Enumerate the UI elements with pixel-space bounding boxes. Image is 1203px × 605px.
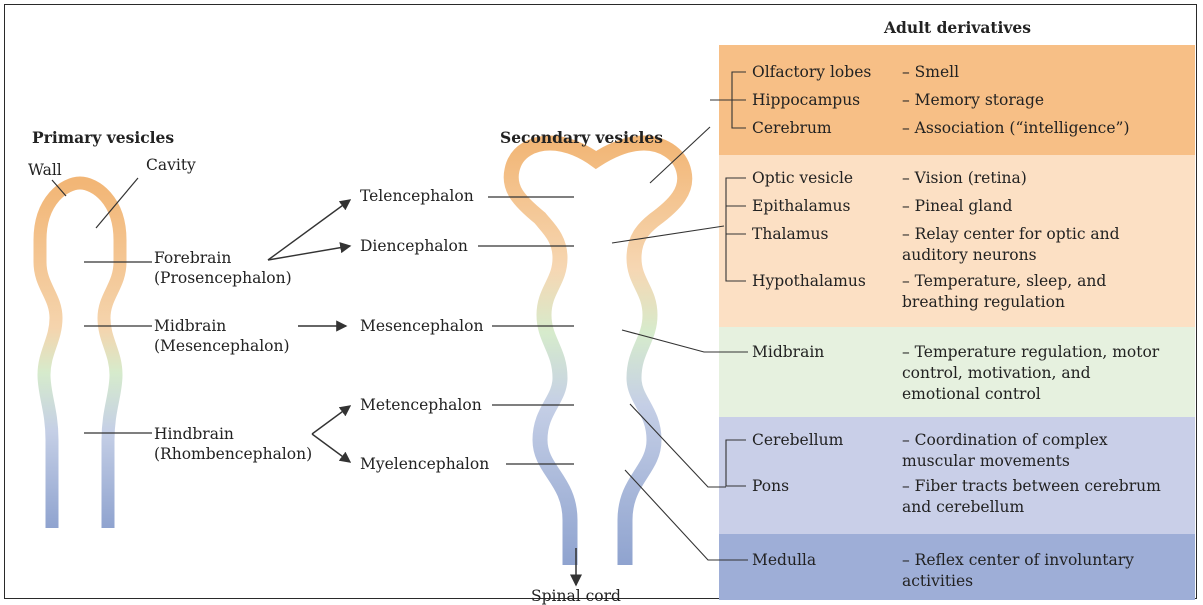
function-cerebellum: – Coordination of complex muscular movem… (902, 430, 1108, 472)
midbrain-latin: (Mesencephalon) (154, 336, 290, 356)
secondary-neural-tube (511, 143, 685, 565)
structure-olfactory-lobes: Olfactory lobes (752, 62, 871, 83)
adult-derivatives-heading: Adult derivatives (884, 18, 1031, 38)
telencephalon-label: Telencephalon (360, 186, 474, 206)
table-brackets (710, 72, 746, 486)
function-olfactory-lobes: – Smell (902, 62, 959, 83)
function-thalamus: – Relay center for optic and auditory ne… (902, 224, 1120, 266)
structure-optic-vesicle: Optic vesicle (752, 168, 853, 189)
hindbrain-label: Hindbrain (Rhombencephalon) (154, 424, 312, 464)
forebrain-label: Forebrain (Prosencephalon) (154, 248, 292, 288)
arrow-to-metencephalon (312, 406, 350, 434)
function-hippocampus: – Memory storage (902, 90, 1044, 111)
spinal-cord-label: Spinal cord (531, 591, 621, 601)
function-midbrain: – Temperature regulation, motor control,… (902, 342, 1159, 405)
cavity-label: Cavity (146, 155, 196, 175)
function-pons: – Fiber tracts between cerebrum and cere… (902, 476, 1161, 518)
structure-cerebellum: Cerebellum (752, 430, 843, 451)
primary-neural-tube (40, 183, 120, 528)
structure-cerebrum: Cerebrum (752, 118, 832, 139)
forebrain-latin: (Prosencephalon) (154, 268, 292, 288)
structure-midbrain: Midbrain (752, 342, 824, 363)
structure-hypothalamus: Hypothalamus (752, 271, 866, 292)
structure-hippocampus: Hippocampus (752, 90, 860, 111)
structure-epithalamus: Epithalamus (752, 196, 850, 217)
midbrain-label: Midbrain (Mesencephalon) (154, 316, 290, 356)
function-hypothalamus: – Temperature, sleep, and breathing regu… (902, 271, 1106, 313)
function-cerebrum: – Association (“intelligence”) (902, 118, 1130, 139)
hindbrain-latin: (Rhombencephalon) (154, 444, 312, 464)
myelencephalon-label: Myelencephalon (360, 454, 489, 474)
secondary-vesicles-heading: Secondary vesicles (500, 128, 663, 148)
arrow-to-myelencephalon (312, 434, 350, 462)
structure-medulla: Medulla (752, 550, 816, 571)
structure-pons: Pons (752, 476, 789, 497)
wall-label: Wall (28, 160, 62, 180)
structure-thalamus: Thalamus (752, 224, 828, 245)
diencephalon-label: Diencephalon (360, 236, 468, 256)
midbrain-name: Midbrain (154, 316, 290, 336)
function-medulla: – Reflex center of involuntary activitie… (902, 550, 1134, 592)
mesencephalon-label: Mesencephalon (360, 316, 483, 336)
function-epithalamus: – Pineal gland (902, 196, 1012, 217)
forebrain-name: Forebrain (154, 248, 292, 268)
primary-vesicles-heading: Primary vesicles (32, 128, 174, 148)
function-optic-vesicle: – Vision (retina) (902, 168, 1027, 189)
metencephalon-label: Metencephalon (360, 395, 482, 415)
hindbrain-name: Hindbrain (154, 424, 312, 444)
